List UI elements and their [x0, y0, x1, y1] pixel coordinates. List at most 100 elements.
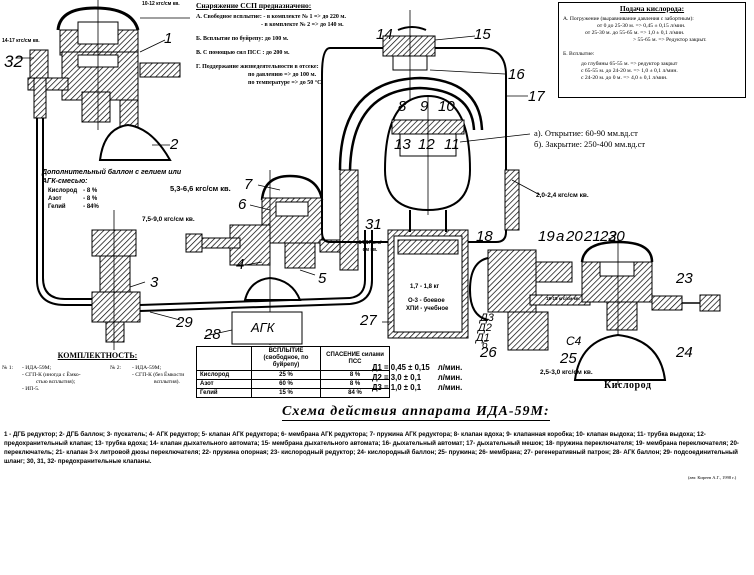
- dgb-cylinder: [98, 99, 172, 161]
- oxygen-cylinder: [573, 333, 667, 381]
- left-valve-and-hose: [29, 49, 120, 306]
- cartridge-mass: 1,7 - 1,8 кг: [410, 284, 440, 290]
- descent-row: от 25-30 м. до 55-65 м. => 1,0 ± 0,1 л/м…: [585, 30, 685, 36]
- part-number: 25: [560, 350, 577, 367]
- pressure-label-2-0: 2,0-2,4 кгс/см кв.: [536, 192, 589, 199]
- pressure-label-14-17-left: 14-17 кгс/см кв.: [2, 38, 40, 44]
- part-number: С4: [566, 334, 582, 348]
- mix-value: - 8 %: [83, 188, 98, 194]
- mix-gas: Гелий: [48, 204, 66, 210]
- mix-composition: Кислород - 8 % Азот - 8 % Гелий - 84%: [48, 187, 105, 211]
- part-number: 30: [608, 228, 625, 245]
- pressure-label-2-5: 2,5-3,0 кгс/см кв.: [540, 369, 593, 376]
- part-number: 10: [438, 98, 455, 115]
- part-number: 11: [444, 136, 460, 153]
- gas-name: Кислород: [196, 370, 252, 380]
- schema-title: Схема действия аппарата ИДА-59М:: [282, 404, 550, 421]
- gas-ascent-value: 60 %: [251, 379, 321, 389]
- part-number: 32: [4, 52, 23, 71]
- valve-box: [383, 94, 472, 215]
- mix-gas: Азот: [48, 196, 62, 202]
- set1-item: - ИП-5.: [22, 386, 40, 392]
- part-number: 7: [244, 176, 253, 193]
- starter: [91, 210, 141, 350]
- breathing-bag: [321, 47, 507, 243]
- switch-assembly: [468, 169, 591, 351]
- extra-cylinder-line2: АГК-смесью:: [42, 178, 88, 185]
- part-number: 24: [676, 344, 693, 361]
- part-number: 22: [600, 228, 617, 245]
- set2-label: № 2:: [110, 365, 122, 371]
- dgb-reducer: [27, 0, 181, 130]
- gas-table-header-cell: [196, 346, 252, 371]
- set1-item: - ИДА-59М;: [22, 365, 52, 371]
- descent-row: > 55-65 м. => Редуктор закрыт.: [633, 37, 707, 43]
- part-number: 27: [360, 312, 377, 329]
- gas-table-row: Гелий 15 % 84 %: [196, 388, 390, 398]
- gas-table-header-cell: СПАСЕНИЕ силами ПСС: [320, 346, 390, 371]
- pressure-label-5-3: 5,3-6,6 кгс/см кв.: [170, 184, 231, 193]
- flow-value: Д3 = 1,0 ± 0,1: [372, 383, 422, 392]
- flow-unit: л/мин.: [437, 363, 463, 372]
- gas-name: Гелий: [196, 388, 252, 398]
- agk-cylinder: [231, 311, 303, 345]
- note-d-temp: по температуре => до 50 °С: [248, 80, 322, 86]
- note-d: Г. Поддержание жизнедеятельности в отсек…: [196, 64, 319, 70]
- mix-value: - 84%: [83, 204, 99, 210]
- set1-item: стью всплытия);: [36, 379, 76, 385]
- note-a1: А. Свободное всплытие: - в комплекте № 1…: [196, 14, 346, 20]
- set2-item: - СГП-К (без Ёмкости: [132, 372, 185, 378]
- part-number: 2: [170, 136, 179, 153]
- gas-name: Азот: [196, 379, 252, 389]
- completeness-title: КОМПЛЕКТНОСТЬ:: [57, 351, 138, 360]
- extra-cylinder-title: Дополнительный баллон с гелием или АГК-с…: [42, 168, 181, 186]
- ascent-row: до глубины 65-55 м. => редуктор закрыт: [581, 61, 678, 67]
- part-number: 9: [420, 98, 429, 115]
- part-number: 29: [176, 314, 193, 331]
- gas-table-header-cell: ВСПЛЫТИЕ (свободное, по буйрепу): [251, 346, 321, 371]
- part-number: 23: [676, 270, 693, 287]
- set1-label: № 1:: [2, 365, 14, 371]
- part-number: 3: [150, 274, 159, 291]
- parts-legend: 1 - ДГБ редуктор; 2- ДГБ баллон; 3- пуск…: [4, 431, 739, 465]
- completeness-section: КОМПЛЕКТНОСТЬ: № 1: - ИДА-59М; - СГП-К (…: [0, 352, 195, 393]
- equipment-notes: Снаряжение ССП предназначено: А. Свободн…: [196, 2, 366, 87]
- ascent-row: с 24-20 м. до 0 м. => 4,0 ± 0,1 л/мин.: [581, 75, 668, 81]
- part-number: а: [556, 228, 565, 245]
- part-number: 28: [204, 326, 221, 343]
- part-number: 4: [236, 256, 245, 273]
- pressure-label-14-17-mid: 14-17 кгс/см кв.: [358, 240, 382, 253]
- descent-heading: А. Погружение (выравнивание давления с з…: [563, 16, 694, 22]
- part-number: 1: [164, 30, 173, 47]
- set2-item: всплытия).: [154, 379, 180, 385]
- cartridge-line1: О-3 - боевое: [408, 298, 445, 304]
- oxygen-supply-title: Подача кислорода:: [619, 4, 685, 13]
- note-c: В. С помощью сил ПСС : до 200 м.: [196, 50, 290, 56]
- part-number: 19: [538, 228, 555, 245]
- connecting-hose: [139, 297, 351, 306]
- set1-item: - СГП-К (иногда с Ёмко-: [22, 372, 81, 378]
- part-number: Д3: [480, 312, 494, 324]
- part-number: 12: [418, 136, 435, 153]
- part-number: 8: [398, 98, 407, 115]
- mix-gas: Кислород: [48, 188, 78, 194]
- note-b: Б. Всплытие по буйрепу: до 100 м.: [196, 36, 289, 42]
- part-number: 17: [528, 88, 545, 105]
- equipment-notes-title: Снаряжение ССП предназначено:: [196, 1, 312, 10]
- citation: (авт. Киреев А.Г., 1998 г.): [688, 475, 737, 480]
- oxygen-reducer: [580, 238, 721, 385]
- oxygen-supply-box: Подача кислорода: А. Погружение (выравни…: [558, 2, 746, 98]
- part-number: 13: [394, 136, 411, 153]
- mix-value: - 8 %: [83, 196, 98, 202]
- agk-reducer: [185, 170, 351, 345]
- flow-value: Д2 = 3,0 ± 0,1: [372, 373, 422, 382]
- oxygen-label: Кислород: [604, 380, 652, 391]
- breathing-automat: [382, 10, 436, 100]
- regenerative-cartridge: [387, 210, 469, 339]
- valve-31-column: [339, 169, 359, 271]
- pressure-label-7-5: 7,5-9,0 кгс/см кв.: [142, 216, 195, 223]
